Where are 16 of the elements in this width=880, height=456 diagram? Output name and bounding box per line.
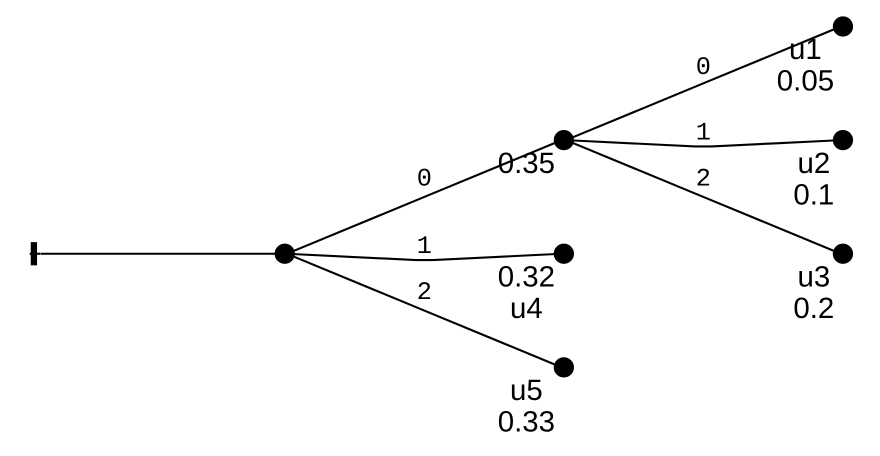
edge-label: 2: [416, 278, 432, 307]
edge-label: 0: [696, 52, 711, 82]
node-label: 0.33: [498, 405, 555, 438]
node-label: u3: [797, 260, 830, 293]
node-label: u2: [797, 146, 830, 180]
node-label: 0.2: [793, 291, 834, 324]
node-label: u4: [510, 291, 543, 324]
node-label: 0.1: [793, 178, 834, 211]
node-label: u5: [510, 374, 543, 407]
node-label: 0.32: [498, 260, 555, 293]
node-label: 0.05: [776, 64, 834, 98]
edge-label: 2: [696, 164, 711, 194]
edge-label: 1: [416, 231, 432, 260]
edge-label: 0: [416, 164, 432, 194]
node-label: u1: [789, 32, 822, 66]
edge-label: 1: [696, 118, 711, 147]
